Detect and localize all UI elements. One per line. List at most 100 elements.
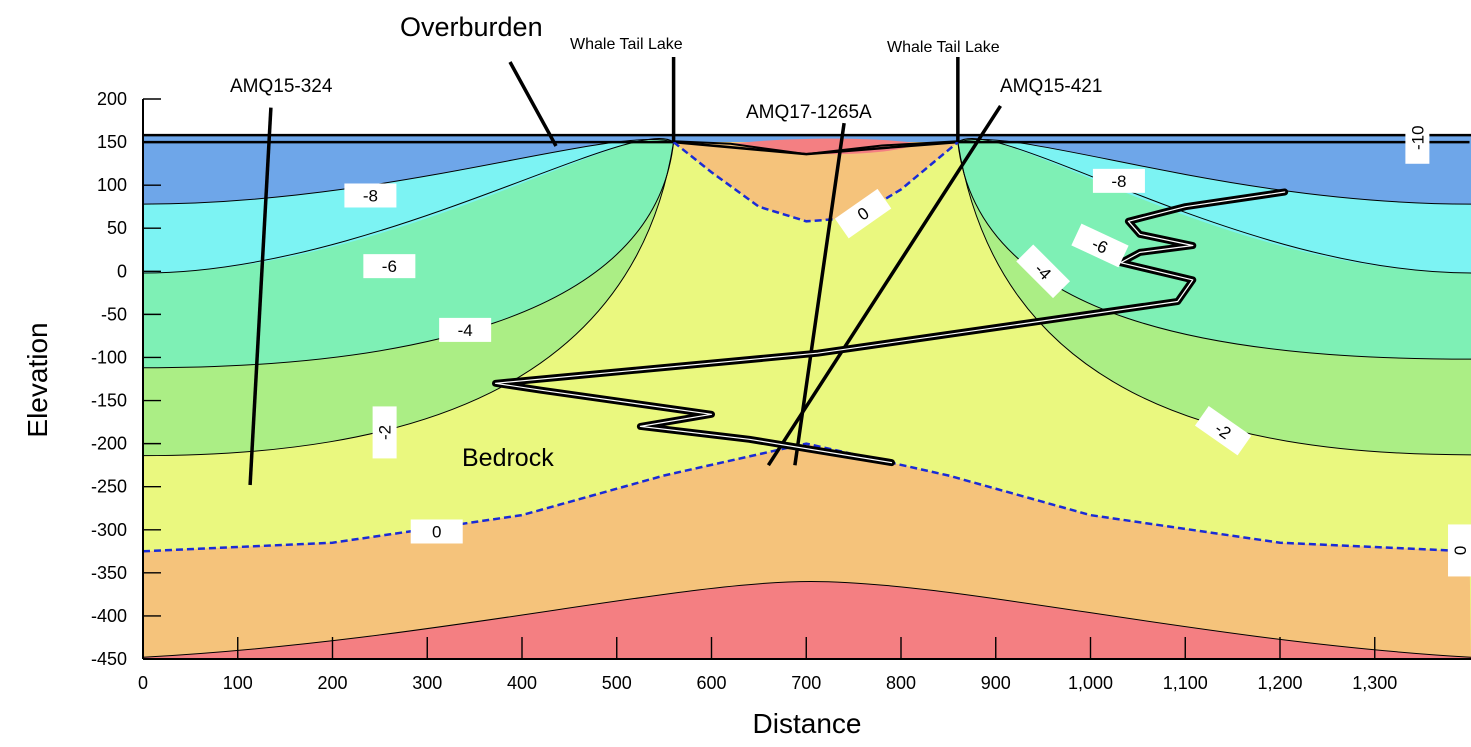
contour-label: -8 xyxy=(1092,168,1145,193)
contour-label-text: -8 xyxy=(363,186,378,205)
y-tick-label: -100 xyxy=(91,347,127,367)
contour-lines xyxy=(143,133,1471,658)
x-tick-label: 900 xyxy=(981,673,1011,693)
contour-label-box xyxy=(372,406,397,459)
x-tick-label: 800 xyxy=(886,673,916,693)
overburden-pointer xyxy=(508,61,558,147)
contour-label: -4 xyxy=(1016,244,1070,299)
x-tick-label: 500 xyxy=(602,673,632,693)
y-tick-label: 150 xyxy=(97,132,127,152)
borehole-trace-1 xyxy=(793,122,846,466)
whale-tail-lake-label-1: Whale Tail Lake xyxy=(570,36,683,53)
borehole-traces xyxy=(248,104,1289,486)
contour-line-minus4-right xyxy=(957,142,1471,360)
y-tick-label: -150 xyxy=(91,391,127,411)
band-orange-lake xyxy=(673,142,958,222)
contour-label-box xyxy=(344,183,397,208)
contour-label-text: 0 xyxy=(1451,546,1470,555)
cross-hole-core xyxy=(494,191,1286,464)
contour-line-minus6-left xyxy=(143,138,674,274)
y-tick-label: -450 xyxy=(91,649,127,669)
y-tick-label: 50 xyxy=(107,218,127,238)
contour-label-text: -4 xyxy=(458,321,473,340)
x-tick-label: 200 xyxy=(317,673,347,693)
x-tick-label: 0 xyxy=(138,673,148,693)
contour-label: -10 xyxy=(1405,111,1430,164)
contour-label-box xyxy=(439,317,492,342)
borehole-label-amq15-324: AMQ15-324 xyxy=(230,76,333,97)
zero-contours xyxy=(143,141,1470,553)
contour-labels: -10 -8 -8 -6 -6 -4 -4 -2 -2 0 0 0 xyxy=(344,111,1471,577)
x-axis-label: Distance xyxy=(753,708,862,739)
y-tick-labels: 200150100500-50-100-150-200-250-300-350-… xyxy=(91,89,127,669)
contour-label: -4 xyxy=(439,317,492,342)
contour-label-box xyxy=(1194,405,1252,456)
contour-label-box xyxy=(1092,168,1145,193)
borehole-label-amq15-421: AMQ15-421 xyxy=(1000,76,1102,97)
contour-label-box xyxy=(1448,524,1471,577)
bedrock-label: Bedrock xyxy=(462,444,554,472)
contour-label-text: -10 xyxy=(1408,125,1427,150)
plot-area xyxy=(143,104,1471,659)
band-red-deep xyxy=(143,581,1471,659)
x-tick-label: 600 xyxy=(696,673,726,693)
y-axis-label: Elevation xyxy=(22,322,53,437)
y-tick-label: 100 xyxy=(97,175,127,195)
tick-marks xyxy=(142,98,1376,660)
contour-label-text: -8 xyxy=(1111,172,1126,191)
borehole-label-amq17-1265a: AMQ17-1265A xyxy=(746,102,872,123)
contour-label-text: -2 xyxy=(376,425,395,440)
y-tick-label: -400 xyxy=(91,606,127,626)
x-tick-label: 400 xyxy=(507,673,537,693)
contour-label: -8 xyxy=(344,183,397,208)
contour-label-box xyxy=(1016,244,1070,299)
zero-contour-deep xyxy=(143,442,1470,553)
contour-label-box xyxy=(1405,111,1430,164)
x-tick-label: 1,200 xyxy=(1257,673,1302,693)
y-tick-label: -300 xyxy=(91,520,127,540)
y-tick-label: -50 xyxy=(101,304,127,324)
zero-contour-lake xyxy=(672,141,959,223)
contour-line-minus4-left xyxy=(143,142,675,369)
x-tick-label: 700 xyxy=(791,673,821,693)
x-tick-label: 300 xyxy=(412,673,442,693)
contour-label-box xyxy=(410,519,463,544)
y-tick-label: -350 xyxy=(91,563,127,583)
x-tick-label: 100 xyxy=(223,673,253,693)
x-tick-label: 1,000 xyxy=(1068,673,1113,693)
color-bands xyxy=(143,135,1471,659)
contour-label-box xyxy=(834,188,892,239)
borehole-trace-0 xyxy=(248,107,273,486)
contour-label: -2 xyxy=(1194,405,1252,456)
x-tick-label: 1,300 xyxy=(1352,673,1397,693)
contour-label-text: 0 xyxy=(432,522,441,541)
annotation-lines xyxy=(508,57,960,147)
contour-label-box xyxy=(1071,223,1129,268)
contour-label: -6 xyxy=(363,254,416,279)
x-tick-labels: 0 100 200 300 400 500 600 700 800 900 1,000 1,100 1,… xyxy=(138,673,1397,693)
band-orange-deep xyxy=(143,443,1471,659)
y-tick-label: -200 xyxy=(91,434,127,454)
contour-label: 0 xyxy=(1448,524,1471,577)
borehole-trace-2 xyxy=(766,104,1002,467)
contour-label-box xyxy=(363,254,416,279)
contour-label-text: -6 xyxy=(1089,234,1111,258)
contour-label: -2 xyxy=(372,406,397,459)
contour-label: 0 xyxy=(410,519,463,544)
x-tick-label: 1,100 xyxy=(1163,673,1208,693)
overburden-label: Overburden xyxy=(400,12,543,42)
contour-line-minus8-right xyxy=(957,139,1471,205)
contour-label: 0 xyxy=(834,188,892,239)
whale-tail-lake-label-2: Whale Tail Lake xyxy=(887,39,1000,56)
contour-line-minus8-left xyxy=(143,139,674,205)
contour-line-minus2-right xyxy=(957,141,1471,456)
y-tick-label: 200 xyxy=(97,89,127,109)
contour-label-text: -6 xyxy=(382,257,397,276)
y-tick-label: -250 xyxy=(91,477,127,497)
contour-line-plus2 xyxy=(143,580,1471,658)
contour-line-minus6-right xyxy=(957,138,1471,274)
axes xyxy=(142,99,1471,660)
lake-bottom-line xyxy=(673,140,958,156)
